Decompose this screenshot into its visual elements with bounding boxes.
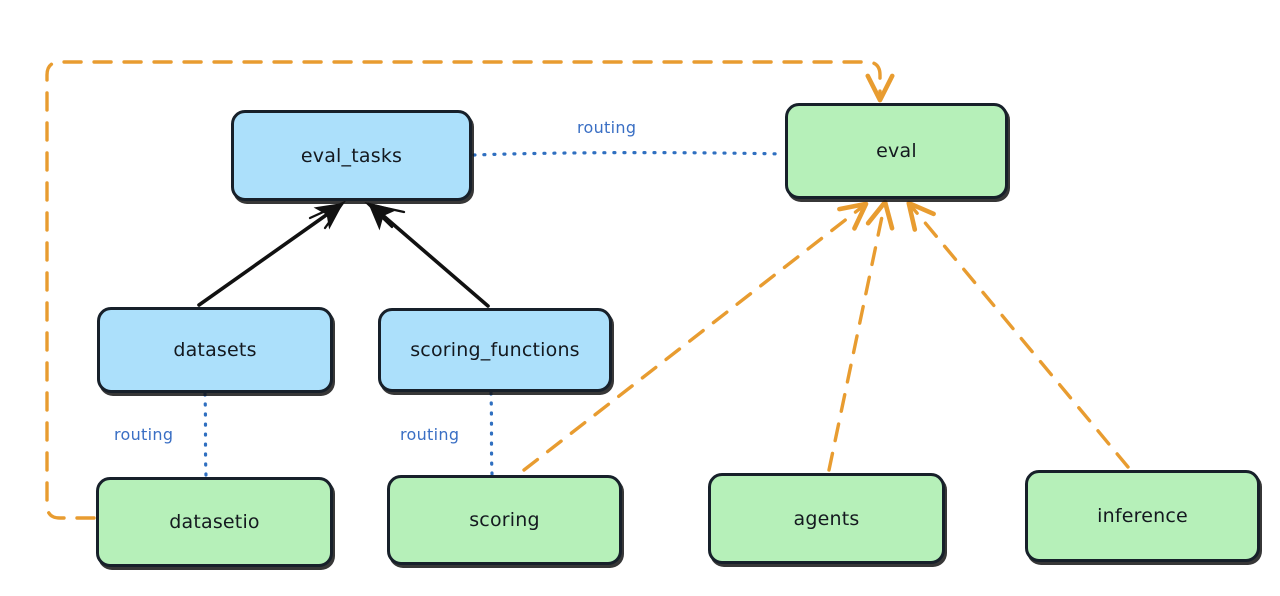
node-agents[interactable]: agents (708, 473, 945, 564)
node-eval_tasks[interactable]: eval_tasks (231, 110, 472, 201)
edge-datasets-to-datasetio (203, 392, 208, 478)
node-label: eval (876, 140, 917, 162)
node-label: inference (1097, 505, 1188, 527)
edge-agents-to-eval (827, 199, 895, 472)
edge-label-routing-datasetio: routing (114, 425, 174, 444)
edge-scoring-to-eval (522, 201, 869, 472)
edge-datasets-to-eval_tasks (197, 200, 347, 307)
node-label: datasetio (169, 511, 260, 533)
node-label: scoring_functions (410, 339, 580, 361)
node-datasetio[interactable]: datasetio (96, 477, 333, 567)
node-inference[interactable]: inference (1025, 470, 1260, 562)
edge-scoring_functions-to-eval_tasks (364, 201, 490, 308)
node-label: datasets (173, 339, 257, 361)
node-scoring_functions[interactable]: scoring_functions (378, 308, 612, 392)
node-scoring[interactable]: scoring (387, 475, 622, 565)
edge-datasetio-to-eval (45, 60, 895, 520)
edge-scoring_functions-to-scoring (489, 391, 494, 476)
edge-eval_tasks-to-eval (472, 151, 785, 157)
node-datasets[interactable]: datasets (97, 307, 333, 393)
node-eval[interactable]: eval (785, 103, 1008, 199)
edge-label-routing-eval: routing (577, 118, 637, 137)
node-label: agents (793, 507, 860, 530)
node-label: eval_tasks (300, 144, 403, 167)
edge-inference-to-eval (906, 200, 1130, 469)
edge-label-routing-scoring: routing (400, 425, 460, 444)
node-label: scoring (469, 509, 540, 531)
